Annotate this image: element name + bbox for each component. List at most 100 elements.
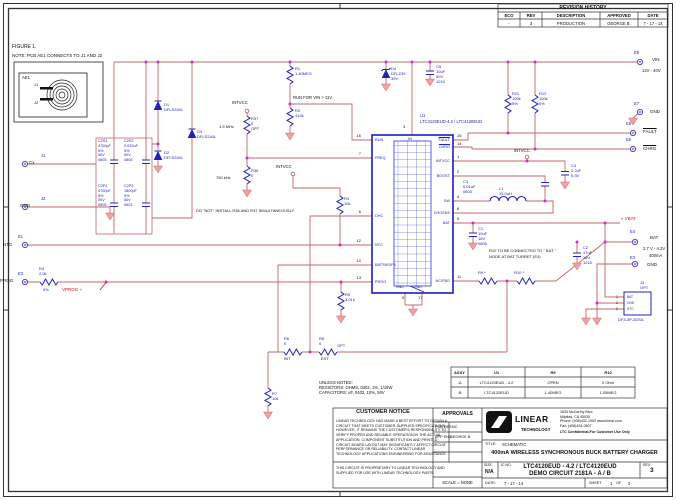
assy-a-u1: LTC4120EUD - 4.2 — [479, 379, 514, 385]
c1-symbol — [469, 232, 477, 238]
u1-pin-ntc-name: NTC — [375, 242, 383, 247]
sheet-number: 1 — [610, 480, 613, 486]
e1-ref: E1 — [18, 234, 24, 239]
e1-net: NTC — [3, 242, 13, 247]
freq-1p5mhz-label: 1.5 MHz — [219, 124, 234, 129]
d2-symbol — [153, 150, 163, 160]
e5-net: CHRG — [643, 146, 657, 151]
u1-pin11-number: 11 — [457, 274, 462, 279]
ae1-label: AE1 — [22, 75, 30, 80]
scale-note: SCALE = NONE — [442, 480, 473, 485]
assy-b-r10: 1.05MEG — [599, 389, 617, 395]
intvcc-net-label-1: INTVCC — [232, 100, 248, 105]
size-value: N/A — [485, 469, 494, 475]
j3-pin1-number: 1 — [616, 294, 618, 299]
e7-net: GND — [650, 109, 660, 114]
rev-col-date: DATE — [647, 13, 659, 18]
approvals-app-eng-role: APP ENG. — [435, 434, 453, 439]
e4-ref: E4 — [630, 229, 636, 234]
assy-a-r10: 0 Ohm — [601, 379, 614, 385]
u1-pin16-number: 16 — [356, 133, 361, 138]
e4-net: BAT — [650, 235, 659, 240]
assy-header-r9: R9 — [550, 369, 556, 375]
linear-technology-logo — [486, 411, 512, 433]
ae1-j2-label: J2 — [34, 100, 39, 105]
r9-label: R9 * — [478, 270, 486, 275]
j3-pin-gnd-name: GND — [627, 301, 635, 305]
r37-symbol — [242, 115, 252, 135]
r10-label: R10 * — [514, 270, 525, 275]
j1-net: Cx — [29, 160, 35, 165]
date-label: DATE: — [485, 481, 496, 485]
u1-pin6-number: 6 — [358, 209, 361, 214]
wires — [27, 61, 639, 412]
turret-j2 — [21, 203, 29, 211]
c4-symbol — [561, 170, 569, 176]
u1-exposed-pad-grid — [393, 140, 432, 287]
assy-a-r9: OPEN — [547, 379, 559, 385]
title-schematic: SCHEMATIC — [502, 441, 527, 447]
r2-symbol — [285, 107, 295, 127]
turret-e7 — [636, 108, 644, 116]
ae1-j1-label: J1 — [34, 82, 39, 87]
assy-b-r9: 1.40MEG — [544, 389, 562, 395]
customer-notice-title: CUSTOMER NOTICE — [356, 409, 410, 415]
rev-row-rev: 3 — [529, 20, 533, 26]
rev-value: 3 — [650, 467, 654, 474]
title-main: 400mA WIRELESS SYNCHRONOUS BUCK BATTERY … — [491, 449, 658, 456]
assy-b-assy: -B — [457, 389, 462, 395]
u1-pin-sw-name: SW — [443, 198, 450, 203]
c5-symbol — [426, 70, 434, 76]
size-label: SIZE — [484, 463, 492, 467]
u1-pin8-number: 8 — [457, 206, 460, 211]
u1-pin-dhc-name: DHC — [375, 213, 384, 218]
figure1-title: FIGURE 1. — [12, 44, 37, 50]
revision-history-title: REVISION HISTORY — [559, 5, 607, 11]
j3-pin-bat-name: BAT — [627, 295, 633, 299]
border-tick-marks — [3, 3, 673, 497]
assy-b-u1: LTC4120EUD — [484, 389, 509, 395]
j3-pin3-number: 3 — [616, 306, 618, 311]
d3-symbol — [187, 128, 197, 138]
turrets — [21, 58, 644, 286]
e8-range: 12V - 40V — [642, 68, 661, 73]
j1-ref: J1 — [41, 153, 46, 158]
u1-pin-gnd1-name: GND — [396, 285, 404, 289]
sheet-label: SHEET — [589, 481, 602, 485]
confidential-note: LTC Confidential-For Customer Use Only — [560, 430, 630, 434]
u1-pin-fault-name: FAULT — [438, 137, 450, 142]
d4-zener-symbol — [381, 67, 391, 78]
r4-symbol — [39, 277, 59, 287]
rev-col-approved: APPROVED — [607, 13, 631, 18]
r6-symbol — [283, 347, 303, 357]
c2p2-symbol — [142, 202, 150, 208]
u1-pin-gnd2-name: GND — [414, 285, 422, 289]
c2s2-symbol — [142, 159, 150, 165]
u1-pin-bat-name: BAT — [442, 220, 450, 225]
u1-pin7-number: 7 — [358, 151, 361, 156]
u1-pin15-number: 15 — [457, 133, 462, 138]
figure1-note: NOTE: PCB AE1 CONNECTS TO J1 AND J2 — [12, 53, 103, 58]
u1-pin-prog-name: PROG — [375, 279, 387, 284]
r8-symbol — [318, 347, 338, 357]
u1-pin-intvcc-name: INTVCC — [435, 158, 450, 163]
e3-ref: E3 — [630, 255, 636, 260]
u1-pin10-number: 10 — [356, 258, 361, 263]
c2p1-symbol — [110, 202, 118, 208]
assy-header-r10: R10 — [604, 369, 612, 375]
turret-e5 — [629, 145, 637, 153]
l1-symbol — [489, 195, 527, 202]
rev-row-eco: - — [508, 20, 510, 26]
